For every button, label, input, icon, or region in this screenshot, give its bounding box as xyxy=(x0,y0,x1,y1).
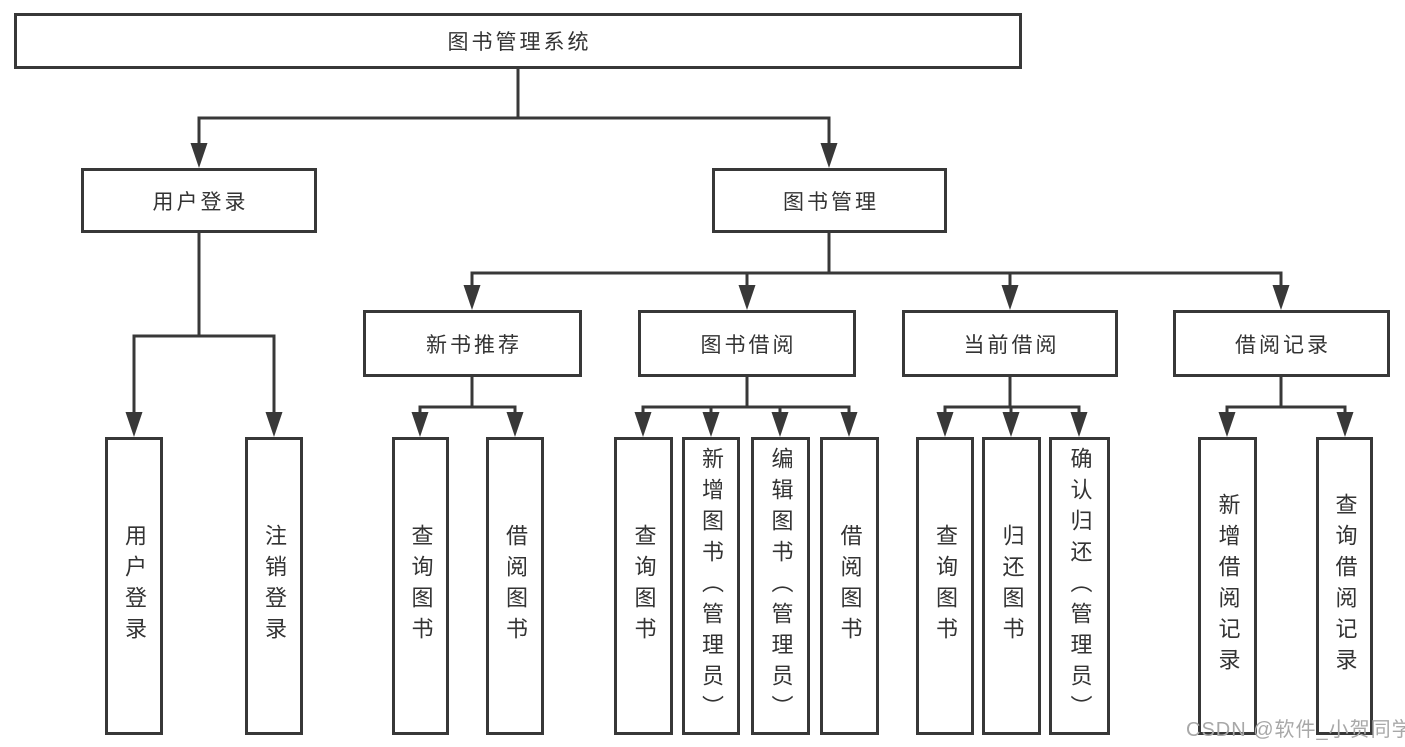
node-label: 确认归还（管理员） xyxy=(1067,446,1093,726)
node-label: 查询图书 xyxy=(631,524,657,648)
connector-new-book-recommendation-leaves xyxy=(411,374,524,437)
leaf-query-books-borrowing: 查询图书 xyxy=(614,437,673,735)
node-label: 图书借阅 xyxy=(700,333,797,357)
node-label: 新书推荐 xyxy=(426,333,522,357)
node-borrowing-records: 借阅记录 xyxy=(1173,310,1390,377)
node-label: 图书管理系统 xyxy=(447,31,592,54)
connector-book-borrowing-leaves xyxy=(634,374,858,437)
connector-user-login-to-leaves xyxy=(125,230,283,437)
node-label: 借阅图书 xyxy=(503,524,528,648)
leaf-add-borrow-record: 新增借阅记录 xyxy=(1198,437,1257,735)
node-label: 注销登录 xyxy=(262,524,287,648)
leaf-query-books-recommendation: 查询图书 xyxy=(392,437,449,735)
node-label: 新增图书（管理员） xyxy=(699,446,724,726)
leaf-edit-books-admin: 编辑图书（管理员） xyxy=(751,437,810,735)
node-library-management-system: 图书管理系统 xyxy=(14,13,1022,69)
leaf-borrow-books-borrowing: 借阅图书 xyxy=(820,437,879,735)
leaf-query-books-current: 查询图书 xyxy=(916,437,974,735)
connector-current-borrowing-leaves xyxy=(936,374,1088,437)
node-label: 用户登录 xyxy=(122,524,147,648)
leaf-confirm-return-admin: 确认归还（管理员） xyxy=(1049,437,1110,735)
connector-borrowing-records-leaves xyxy=(1218,374,1354,437)
node-label: 借阅图书 xyxy=(837,524,863,648)
node-new-book-recommendation: 新书推荐 xyxy=(363,310,582,377)
connector-root-to-level2 xyxy=(190,66,838,168)
node-label: 新增借阅记录 xyxy=(1215,493,1241,679)
node-label: 查询借阅记录 xyxy=(1332,493,1358,679)
leaf-query-borrow-record: 查询借阅记录 xyxy=(1316,437,1373,735)
node-label: 图书管理 xyxy=(783,190,879,214)
node-label: 借阅记录 xyxy=(1235,333,1331,357)
node-user-login: 用户登录 xyxy=(81,168,317,233)
node-book-management: 图书管理 xyxy=(712,168,947,233)
node-label: 查询图书 xyxy=(933,524,958,648)
node-label: 用户登录 xyxy=(152,190,249,214)
node-book-borrowing: 图书借阅 xyxy=(638,310,856,377)
connector-book-management-to-level3 xyxy=(463,230,1290,310)
leaf-logout: 注销登录 xyxy=(245,437,303,735)
node-label: 当前借阅 xyxy=(963,333,1060,357)
leaf-borrow-books-recommendation: 借阅图书 xyxy=(486,437,544,735)
leaf-return-books: 归还图书 xyxy=(982,437,1041,735)
csdn-watermark: CSDN @软件_小贺同学 xyxy=(1186,719,1405,741)
node-current-borrowing: 当前借阅 xyxy=(902,310,1118,377)
leaf-user-login: 用户登录 xyxy=(105,437,163,735)
node-label: 归还图书 xyxy=(999,524,1025,648)
node-label: 编辑图书（管理员） xyxy=(768,446,794,726)
node-label: 查询图书 xyxy=(408,524,434,648)
leaf-add-books-admin: 新增图书（管理员） xyxy=(682,437,740,735)
